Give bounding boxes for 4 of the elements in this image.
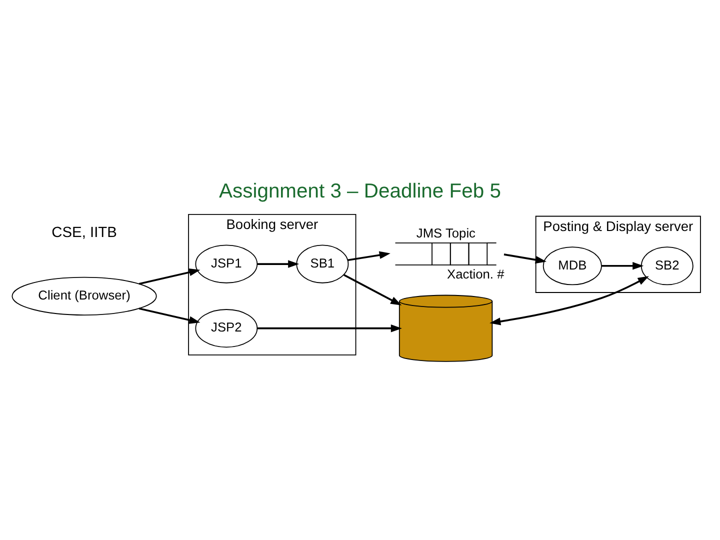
diagram-title: Assignment 3 – Deadline Feb 5 — [219, 180, 501, 203]
node-label: Xaction. # — [447, 266, 504, 282]
label: CSE, IITB — [52, 225, 117, 242]
node-label: JMS Topic — [416, 226, 476, 241]
